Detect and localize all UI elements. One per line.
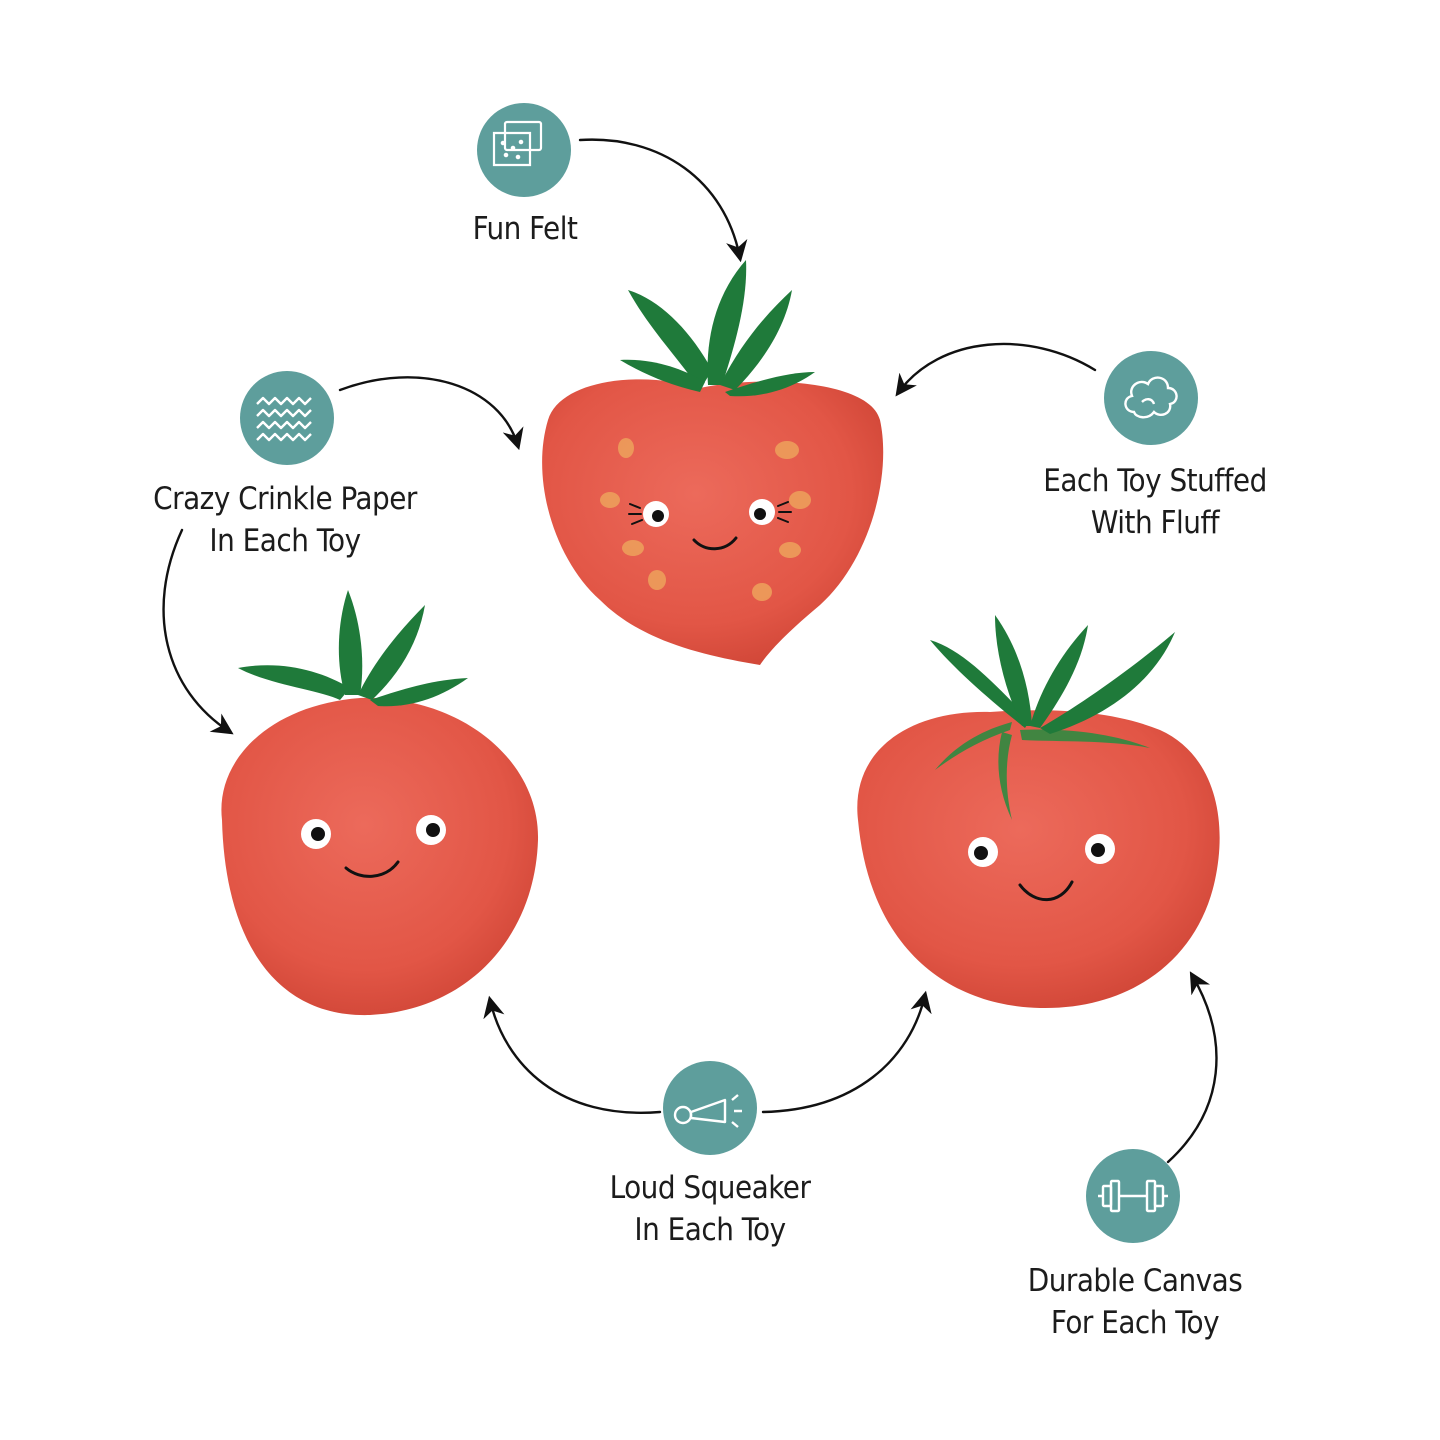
dumbbell-icon [1098,1179,1168,1213]
label-line: With Fluff [1090,505,1220,541]
badge-canvas [1086,1149,1180,1243]
label-line: In Each Toy [209,523,361,559]
arrow-fun-felt [578,138,748,263]
label-fun-felt: Fun Felt [430,208,620,250]
label-stuffing: Each Toy Stuffed With Fluff [1010,460,1300,544]
badge-squeaker [663,1061,757,1155]
squeaker-horn-icon [673,1094,742,1128]
arrow-crinkle-top [338,376,524,451]
beefsteak-tomato-toy [857,615,1220,1009]
badge-fun-felt [477,103,571,197]
label-line: Fun Felt [472,211,578,247]
label-line: For Each Toy [1050,1305,1220,1341]
round-tomato-toy [221,590,539,1016]
arrow-squeaker-left [483,995,662,1114]
badge-stuffing [1104,351,1198,445]
label-crinkle: Crazy Crinkle Paper In Each Toy [125,478,445,562]
label-line: Crazy Crinkle Paper [153,481,417,517]
label-line: In Each Toy [634,1212,786,1248]
arrow-stuffing [895,342,1097,397]
face [968,834,1115,902]
label-line: Durable Canvas [1027,1263,1243,1299]
face [628,499,792,551]
label-canvas: Durable Canvas For Each Toy [1000,1260,1270,1344]
crinkle-waves-icon [256,396,312,442]
heart-tomato-toy [542,260,884,665]
fluff-cloud-icon [1124,376,1178,419]
arrow-canvas [1166,971,1218,1164]
label-squeaker: Loud Squeaker In Each Toy [575,1167,845,1251]
arrow-squeaker-right [761,990,932,1114]
badge-crinkle [240,371,334,465]
connector-arrows [162,138,1218,1164]
face [301,815,446,878]
label-line: Loud Squeaker [609,1170,811,1206]
felt-sheets-icon [492,120,543,167]
arrow-crinkle-left [162,528,234,735]
label-line: Each Toy Stuffed [1043,463,1267,499]
